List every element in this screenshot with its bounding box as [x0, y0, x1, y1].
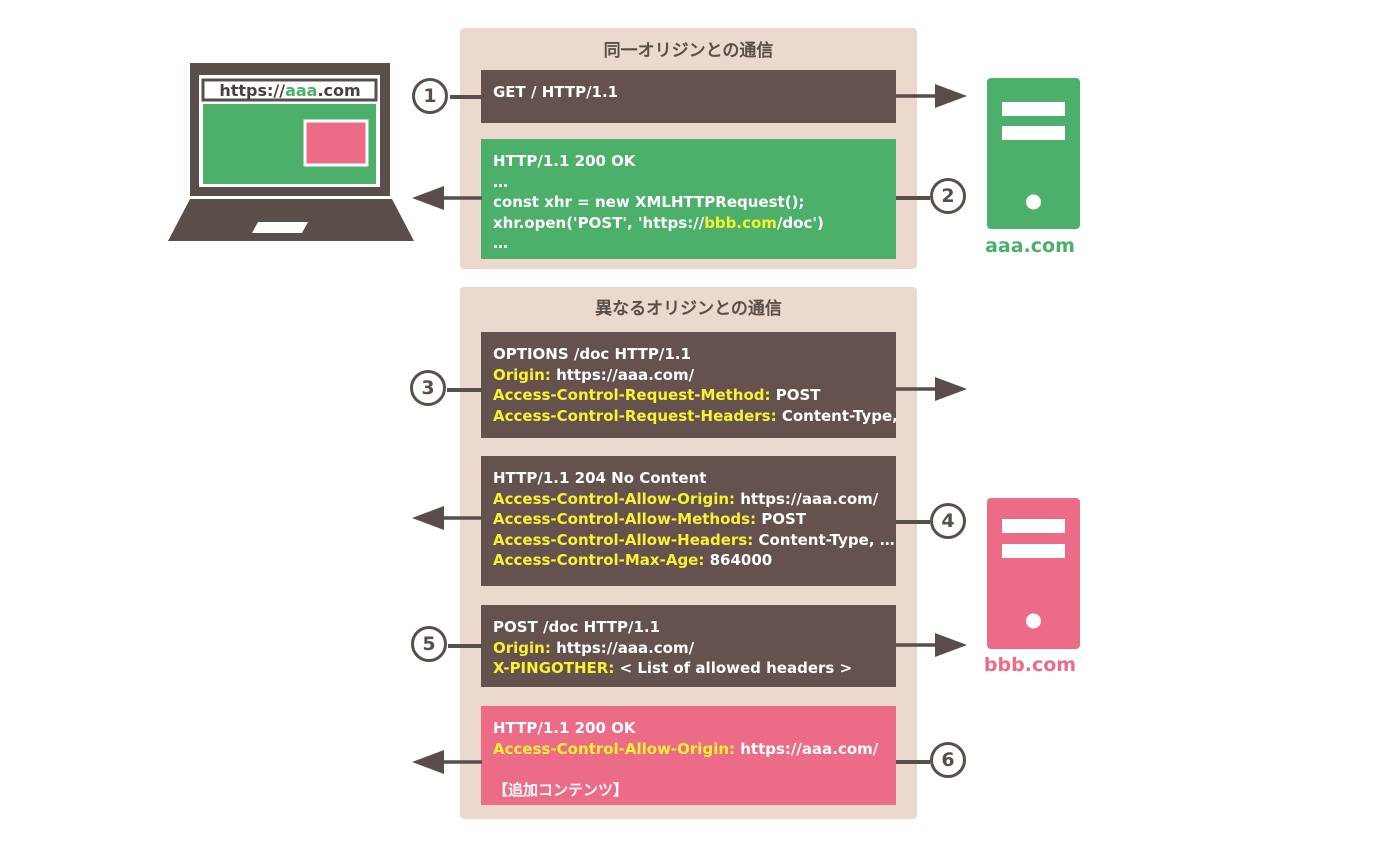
message-text: https://aaa.com/	[550, 365, 695, 384]
server-aaa-icon	[987, 78, 1080, 229]
message-text: https://aaa.com/	[735, 739, 879, 758]
message-line: const xhr = new XMLHTTPRequest();	[493, 192, 884, 213]
message-line: …	[493, 233, 884, 254]
message-text: const xhr = new XMLHTTPRequest();	[493, 193, 805, 211]
message-line: GET / HTTP/1.1	[493, 82, 884, 103]
message-text: HTTP/1.1 204 No Content	[493, 469, 707, 487]
message-text: 864000	[704, 551, 773, 569]
laptop-icon: https://aaa.com	[168, 63, 414, 243]
message-line: 【追加コンテンツ】	[493, 780, 884, 801]
arrowhead-6	[412, 750, 444, 774]
connector-2	[896, 196, 930, 200]
browser-url-bar: https://aaa.com	[204, 80, 376, 102]
server-bbb-icon	[987, 498, 1080, 649]
message-text: /doc')	[776, 213, 824, 232]
message-text: …	[493, 172, 508, 191]
connector-1	[450, 95, 482, 99]
message-line: X-PINGOTHER: < List of allowed headers >	[493, 658, 884, 679]
message-line: Access-Control-Allow-Headers: Content-Ty…	[493, 530, 895, 551]
message-text: OPTIONS /doc HTTP/1.1	[493, 345, 691, 363]
message-text: POST /doc HTTP/1.1	[493, 618, 661, 636]
connector-6	[896, 760, 930, 764]
message-text: https://aaa.com/	[735, 489, 879, 508]
message-text: https://aaa.com/	[550, 638, 695, 657]
message-line: …	[493, 172, 884, 193]
server-bbb-label: bbb.com	[983, 654, 1077, 676]
header-name: Access-Control-Allow-Methods:	[493, 510, 757, 528]
step-3-number: 3	[410, 370, 446, 406]
message-line: Origin: https://aaa.com/	[493, 365, 884, 386]
server-aaa-label: aaa.com	[985, 235, 1075, 257]
arrowhead-3	[935, 377, 967, 401]
step-2-number: 2	[930, 178, 966, 214]
message-text: …	[493, 234, 508, 252]
url-prefix: https://	[219, 81, 286, 100]
message-line: Access-Control-Allow-Origin: https://aaa…	[493, 739, 884, 760]
header-name: Access-Control-Allow-Headers:	[493, 530, 754, 549]
message-line: Access-Control-Max-Age: 864000	[493, 550, 884, 571]
message-text: < List of allowed headers >	[614, 659, 853, 677]
message-text: Content-Type, …	[781, 406, 896, 425]
connector-3	[447, 388, 482, 392]
header-name: Origin:	[493, 638, 551, 657]
cross-origin-title: 異なるオリジンとの通信	[595, 299, 782, 319]
message-line: xhr.open('POST', 'https://bbb.com/doc')	[493, 213, 884, 234]
url-suffix: .com	[317, 81, 361, 100]
request-box-1: GET / HTTP/1.1	[481, 70, 896, 123]
header-name: X-PINGOTHER:	[493, 659, 615, 677]
message-line: HTTP/1.1 204 No Content	[493, 468, 884, 489]
header-name: Access-Control-Allow-Origin:	[493, 489, 736, 508]
message-line: Access-Control-Request-Method: POST	[493, 385, 884, 406]
message-line: POST /doc HTTP/1.1	[493, 617, 884, 638]
connector-4	[896, 520, 930, 524]
arrowhead-2	[412, 186, 444, 210]
header-name: Origin:	[493, 365, 551, 384]
header-name: Access-Control-Request-Headers:	[493, 406, 777, 425]
actual-response-box-6: HTTP/1.1 200 OK Access-Control-Allow-Orig…	[481, 706, 896, 805]
step-6-number: 6	[930, 742, 966, 778]
connector-5	[448, 644, 482, 648]
message-line: HTTP/1.1 200 OK	[493, 718, 884, 739]
message-line: Access-Control-Request-Headers: Content-…	[493, 406, 896, 427]
response-box-2: HTTP/1.1 200 OK … const xhr = new XMLHTTPR…	[481, 139, 896, 259]
step-1-number: 1	[412, 78, 448, 114]
message-text: GET / HTTP/1.1	[493, 83, 619, 101]
arrowhead-1	[935, 84, 967, 108]
header-name: Access-Control-Max-Age:	[493, 551, 705, 569]
message-line: OPTIONS /doc HTTP/1.1	[493, 344, 884, 365]
message-text: POST	[770, 386, 821, 404]
header-name: Access-Control-Allow-Origin:	[493, 739, 736, 758]
message-text: 【追加コンテンツ】	[493, 780, 629, 799]
step-5-number: 5	[411, 626, 447, 662]
arrowhead-5	[935, 633, 967, 657]
header-name: bbb.com	[704, 213, 777, 232]
message-line: Access-Control-Allow-Methods: POST	[493, 509, 884, 530]
message-line: Origin: https://aaa.com/	[493, 638, 884, 659]
url-host: aaa	[285, 81, 318, 100]
step-4-number: 4	[930, 503, 966, 539]
same-origin-title: 同一オリジンとの通信	[603, 41, 774, 61]
arrowhead-4	[412, 506, 444, 530]
message-text: POST	[756, 510, 807, 528]
message-text: HTTP/1.1 200 OK	[493, 152, 636, 170]
message-line: HTTP/1.1 200 OK	[493, 151, 884, 172]
message-text: Content-Type, …	[753, 530, 895, 549]
message-text: HTTP/1.1 200 OK	[493, 719, 636, 737]
message-line: Access-Control-Allow-Origin: https://aaa…	[493, 489, 884, 510]
header-name: Access-Control-Request-Method:	[493, 386, 771, 404]
message-text: xhr.open('POST', 'https://	[493, 213, 705, 232]
preflight-request-box-3: OPTIONS /doc HTTP/1.1 Origin: https://aa…	[481, 332, 896, 438]
